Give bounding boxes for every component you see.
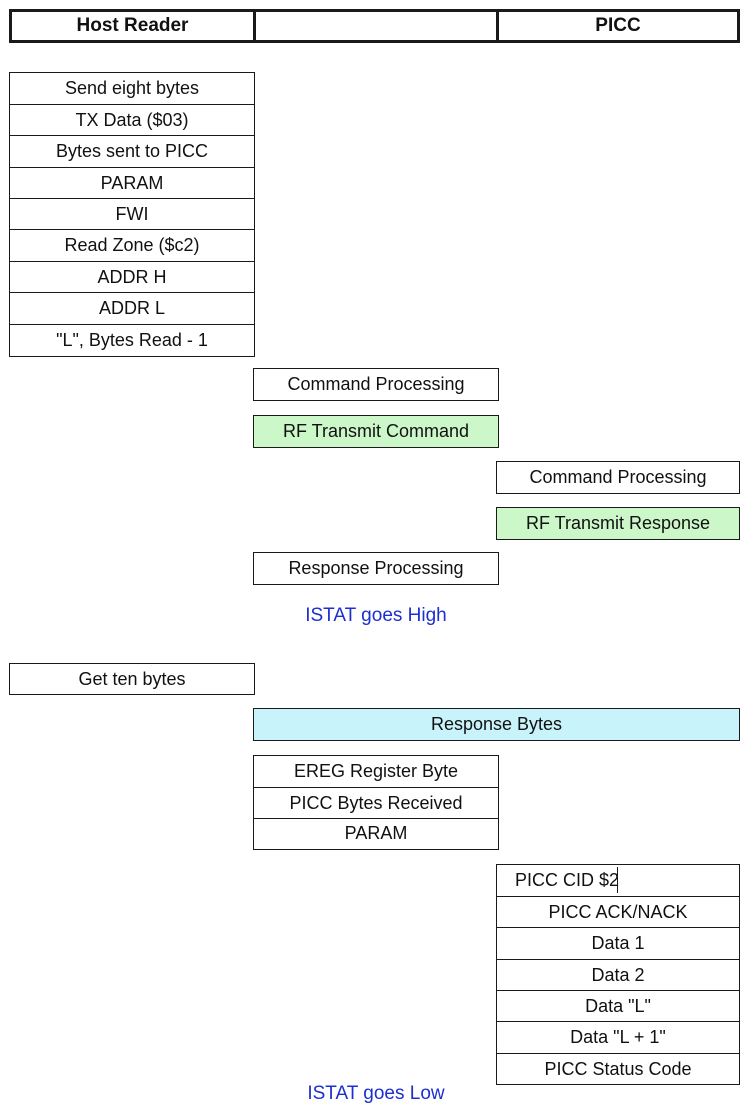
host-send-row: TX Data ($03)	[10, 104, 254, 135]
host-send-stack: Send eight bytes TX Data ($03) Bytes sen…	[9, 72, 255, 357]
host-send-row: Read Zone ($c2)	[10, 229, 254, 261]
picc-command-processing: Command Processing	[496, 461, 740, 494]
picc-byte-row: Data 2	[497, 959, 739, 990]
picc-byte-row: PICC ACK/NACK	[497, 896, 739, 927]
host-send-row: Send eight bytes	[64, 78, 200, 98]
picc-byte-row: Data 1	[497, 927, 739, 959]
header-host-reader: Host Reader	[9, 9, 256, 43]
rf-transmit-response: RF Transmit Response	[496, 507, 740, 540]
host-send-row: FWI	[10, 198, 254, 229]
picc-bytes-stack: PICC CID $2 PICC ACK/NACK Data 1 Data 2 …	[496, 864, 740, 1085]
host-send-row: PARAM	[10, 167, 254, 198]
reader-command-processing: Command Processing	[253, 368, 499, 401]
picc-byte-row: PICC CID $2	[515, 870, 620, 890]
reader-byte-row: EREG Register Byte	[293, 761, 459, 781]
istat-low-note-partial: ISTAT goes Low	[307, 1083, 445, 1104]
header-picc: PICC	[496, 9, 740, 43]
host-send-row: ADDR H	[10, 261, 254, 292]
istat-high-note: ISTAT goes High	[305, 605, 447, 626]
reader-byte-row: PICC Bytes Received	[254, 787, 498, 818]
reader-byte-row: PARAM	[254, 818, 498, 848]
picc-byte-row: Data "L"	[497, 990, 739, 1021]
picc-byte-row: Data "L + 1"	[497, 1021, 739, 1053]
reader-bytes-stack: EREG Register Byte PICC Bytes Received P…	[253, 755, 499, 850]
host-get-ten-bytes: Get ten bytes	[9, 663, 255, 695]
header-middle	[253, 9, 499, 43]
response-bytes-bar: Response Bytes	[253, 708, 740, 741]
host-send-row: ADDR L	[10, 292, 254, 324]
text-cursor-mark	[617, 867, 618, 893]
host-send-row: "L", Bytes Read - 1	[10, 324, 254, 355]
rf-transmit-command: RF Transmit Command	[253, 415, 499, 448]
host-send-row: Bytes sent to PICC	[10, 135, 254, 167]
picc-byte-row: PICC Status Code	[497, 1053, 739, 1084]
reader-response-processing: Response Processing	[253, 552, 499, 585]
